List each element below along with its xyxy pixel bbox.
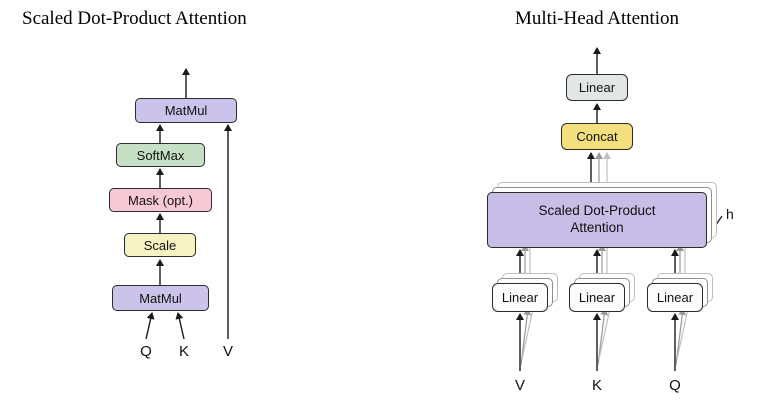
arrow-input-k-head3: [598, 303, 614, 360]
concat-box: Concat: [561, 123, 633, 150]
input-label-k: K: [591, 377, 602, 394]
left-diagram-title: Scaled Dot-Product Attention: [22, 8, 247, 29]
linear-v-box: Linear: [492, 283, 548, 312]
attention-box-label: Scaled Dot-Product Attention: [538, 203, 656, 235]
input-label-k: K: [178, 343, 189, 360]
left-flow-arrows: [145, 68, 232, 340]
attention-box: Scaled Dot-Product Attention: [487, 192, 707, 248]
matmul-top-box: MatMul: [135, 98, 237, 123]
softmax-box: SoftMax: [116, 143, 205, 167]
linear-k-box: Linear: [569, 283, 625, 312]
linear-k-stack: Linear: [569, 273, 635, 312]
linear-q-box: Linear: [647, 283, 703, 312]
linear-v-stack: Linear: [492, 273, 558, 312]
input-label-v: V: [514, 377, 525, 394]
matmul-bottom-box: MatMul: [112, 285, 209, 311]
input-label-q: Q: [140, 343, 152, 360]
attention-box-stack: Scaled Dot-Product Attention: [487, 182, 717, 248]
arrow-input-q-head3: [676, 303, 692, 360]
arrow-input-v-head3: [521, 303, 537, 360]
input-label-v: V: [222, 343, 233, 360]
scale-box: Scale: [124, 233, 196, 257]
arrow-input-q: [145, 312, 155, 340]
input-label-q: Q: [669, 377, 681, 394]
linear-output-box: Linear: [566, 74, 628, 101]
linear-q-stack: Linear: [647, 273, 713, 312]
head-count-label: h: [726, 206, 734, 222]
arrow-input-k: [175, 312, 185, 340]
mask-box: Mask (opt.): [109, 188, 212, 212]
right-diagram-title: Multi-Head Attention: [514, 8, 680, 29]
